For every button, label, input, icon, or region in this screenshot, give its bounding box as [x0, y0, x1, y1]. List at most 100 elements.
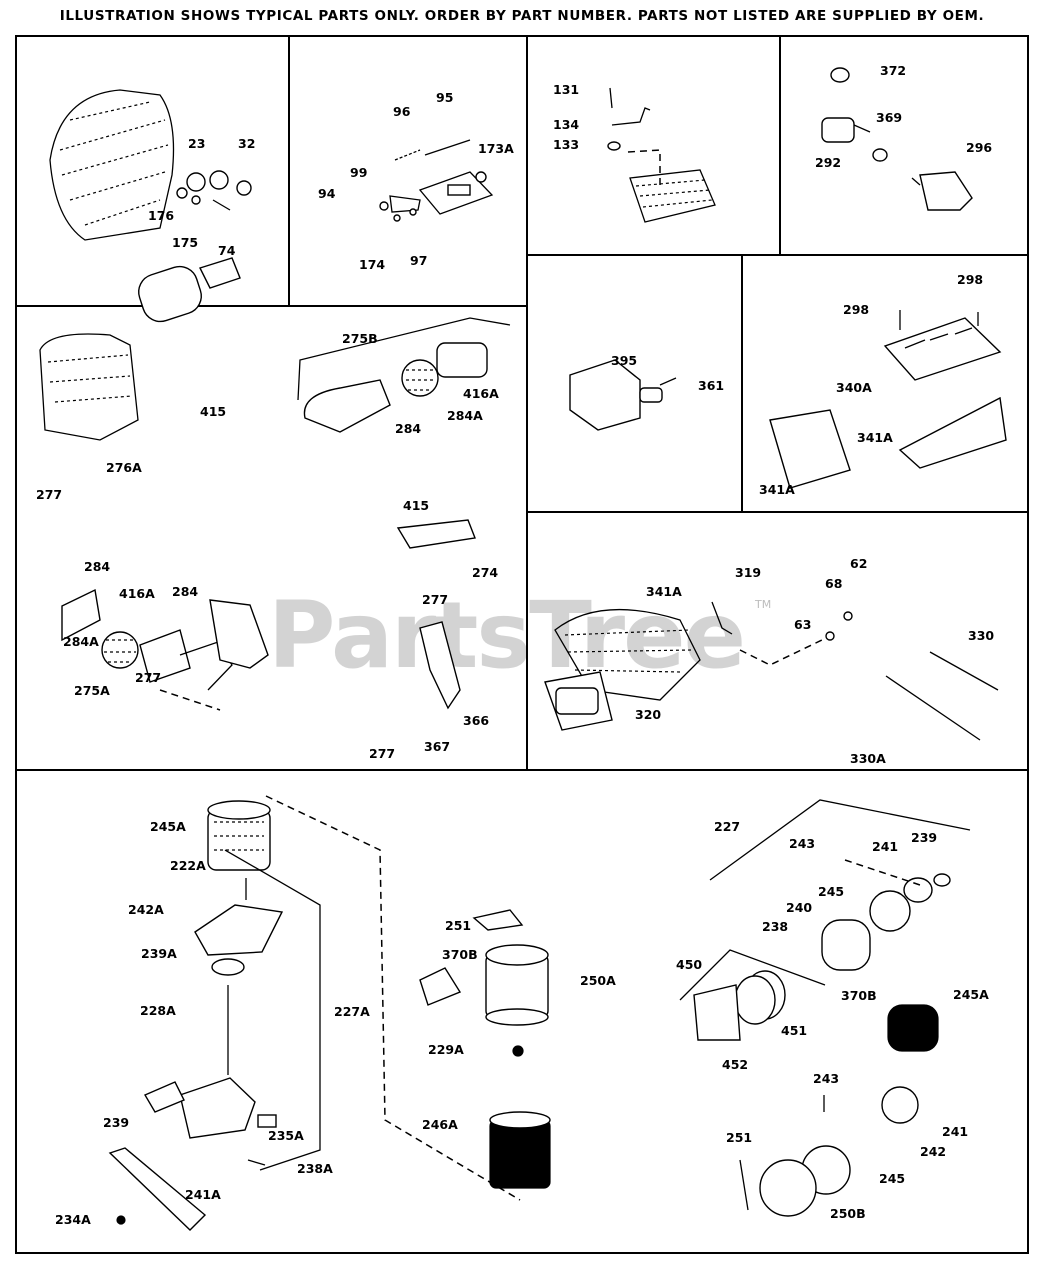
part-label: 68: [825, 576, 843, 591]
part-label: 319: [735, 565, 762, 580]
part-label: 369: [876, 110, 903, 125]
part-label: 94: [318, 186, 336, 201]
part-label: 275B: [342, 331, 378, 346]
part-label: 63: [794, 617, 812, 632]
part-label: 250A: [580, 973, 616, 988]
part-label: 284: [172, 584, 199, 599]
part-label: 250B: [830, 1206, 866, 1221]
part-label: 298: [957, 272, 984, 287]
part-label: 341A: [857, 430, 893, 445]
part-label: 62: [850, 556, 868, 571]
part-label: 131: [553, 82, 580, 97]
part-label: 284: [395, 421, 422, 436]
part-label: 251: [726, 1130, 753, 1145]
part-label: 277: [36, 487, 63, 502]
part-label: 234A: [55, 1212, 91, 1227]
part-label: 330A: [850, 751, 886, 766]
part-label: 415: [403, 498, 430, 513]
part-label: 274: [472, 565, 499, 580]
watermark-trademark: TM: [755, 598, 772, 611]
part-label: 96: [393, 104, 411, 119]
part-label: 372: [880, 63, 907, 78]
part-label: 242A: [128, 902, 164, 917]
part-label: 227A: [334, 1004, 370, 1019]
part-label: 32: [238, 136, 256, 151]
part-label: 275A: [74, 683, 110, 698]
part-label: 240: [786, 900, 813, 915]
part-label: 284A: [447, 408, 483, 423]
part-label: 330: [968, 628, 995, 643]
part-label: 239: [911, 830, 938, 845]
part-label: 366: [463, 713, 490, 728]
part-label: 176: [148, 208, 175, 223]
part-label: 238: [762, 919, 789, 934]
part-label: 99: [350, 165, 368, 180]
part-label: 243: [789, 836, 816, 851]
part-label: 242: [920, 1144, 947, 1159]
part-label: 241: [942, 1124, 969, 1139]
governor-drawing: [544, 601, 999, 741]
canister-filter-drawing: [419, 909, 551, 1189]
part-label: 341A: [759, 482, 795, 497]
part-label: 235A: [268, 1128, 304, 1143]
mount-brackets-drawing: [769, 310, 1007, 489]
part-label: 245A: [953, 987, 989, 1002]
part-label: 23: [188, 136, 206, 151]
engine-shroud-drawing: [49, 89, 252, 241]
switch-drawing: [569, 359, 677, 431]
header-notice: ILLUSTRATION SHOWS TYPICAL PARTS ONLY. O…: [59, 8, 985, 24]
part-label: 341A: [646, 584, 682, 599]
part-label: 133: [553, 137, 580, 152]
part-label: 277: [422, 592, 449, 607]
part-label: 97: [410, 253, 428, 268]
choke-drawing: [821, 67, 973, 211]
part-label: 246A: [422, 1117, 458, 1132]
part-label: 241: [872, 839, 899, 854]
part-label: 229A: [428, 1042, 464, 1057]
part-label: 175: [172, 235, 199, 250]
part-label: 239: [103, 1115, 130, 1130]
part-label: 292: [815, 155, 842, 170]
part-label: 245: [818, 884, 845, 899]
linkage-drawing: [379, 139, 494, 222]
part-label: 370B: [841, 988, 877, 1003]
part-label: 416A: [119, 586, 155, 601]
mufflers-drawing: [39, 257, 511, 711]
part-label: 241A: [185, 1187, 221, 1202]
part-label: 320: [635, 707, 662, 722]
part-label: 74: [218, 243, 236, 258]
part-label: 243: [813, 1071, 840, 1086]
part-label: 361: [698, 378, 725, 393]
part-label: 416A: [463, 386, 499, 401]
part-label: 340A: [836, 380, 872, 395]
part-label: 296: [966, 140, 993, 155]
part-label: 370B: [442, 947, 478, 962]
part-label: 277: [135, 670, 162, 685]
part-label: 245A: [150, 819, 186, 834]
part-label: 245: [879, 1171, 906, 1186]
panel-frame: [15, 35, 1029, 1254]
part-label: 228A: [140, 1003, 176, 1018]
part-label: 173A: [478, 141, 514, 156]
air-cleaner-right-drawing: [679, 799, 971, 1217]
part-label: 284: [84, 559, 111, 574]
part-label: 251: [445, 918, 472, 933]
part-label: 395: [611, 353, 638, 368]
part-label: 450: [676, 957, 703, 972]
part-label: 222A: [170, 858, 206, 873]
part-label: 298: [843, 302, 870, 317]
part-label: 277: [369, 746, 396, 761]
part-label: 134: [553, 117, 580, 132]
part-label: 415: [200, 404, 227, 419]
bracket-drawing: [607, 87, 716, 223]
air-cleaner-left-drawing: [108, 795, 521, 1231]
part-label: 452: [722, 1057, 749, 1072]
part-label: 174: [359, 257, 386, 272]
part-label: 238A: [297, 1161, 333, 1176]
part-label: 367: [424, 739, 451, 754]
part-label: 227: [714, 819, 741, 834]
part-label: 95: [436, 90, 454, 105]
part-label: 451: [781, 1023, 808, 1038]
